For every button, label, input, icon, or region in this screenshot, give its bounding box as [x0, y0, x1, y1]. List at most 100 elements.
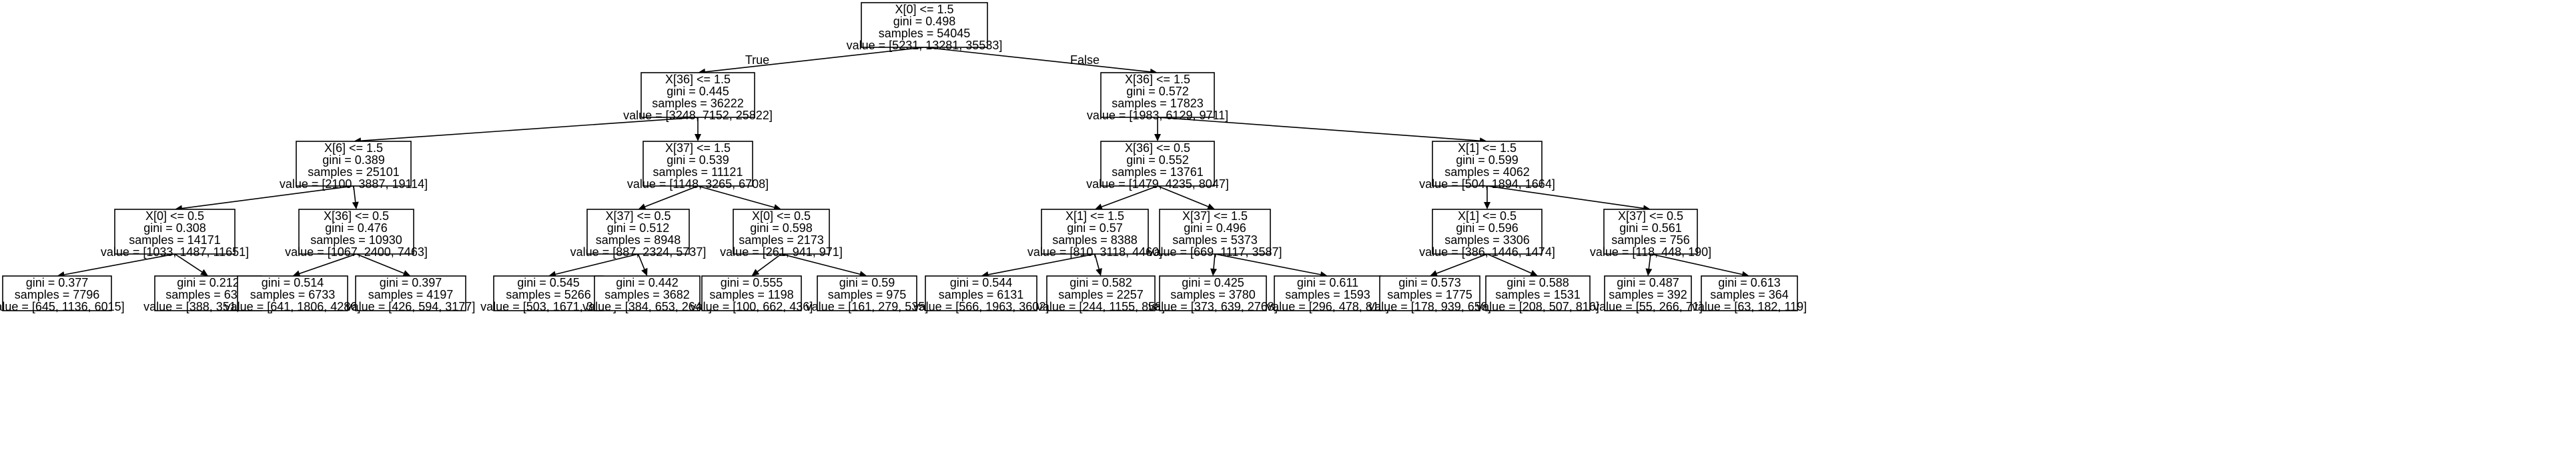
node-text-line: value = [504, 1894, 1664] — [1419, 177, 1555, 191]
edge-line — [1486, 185, 1644, 209]
node-text-line: samples = 3682 — [604, 288, 690, 301]
node-text-line: value = [1033, 1487, 11651] — [101, 245, 249, 259]
node-box — [925, 275, 1037, 311]
tree-edge — [1095, 185, 1158, 210]
node-text-line: samples = 364 — [1710, 288, 1789, 301]
tree-edge — [356, 253, 411, 277]
node-box — [640, 72, 755, 118]
node-text-line: samples = 8388 — [1052, 233, 1138, 247]
arrowhead-icon — [1529, 270, 1538, 277]
node-text-line: value = [1067, 2400, 7463] — [285, 245, 428, 259]
tree-edge — [174, 253, 208, 276]
node-text-line: gini = 0.561 — [1619, 221, 1682, 235]
node-text-line: value = [244, 1155, 858] — [1037, 300, 1165, 313]
node-box — [1274, 275, 1382, 311]
node-text-line: samples = 1198 — [709, 288, 793, 301]
node-box — [2, 275, 112, 311]
node-text-line: samples = 4197 — [368, 288, 454, 301]
node-text-line: value = [3248, 7152, 25822] — [623, 109, 773, 122]
node-text-line: gini = 0.487 — [1617, 276, 1679, 289]
tree-edge — [1157, 185, 1215, 210]
edge-line — [356, 253, 404, 274]
tree-edge — [638, 185, 699, 210]
edge-line — [299, 253, 357, 275]
node-text-line: gini = 0.598 — [750, 221, 813, 235]
node-box — [1432, 141, 1543, 187]
node-text-line: value = [503, 1671, 3092] — [480, 300, 616, 313]
tree-edge — [1486, 253, 1538, 277]
node-text-line: value = [669, 1117, 3587] — [1148, 245, 1282, 259]
node-text-line: gini = 0.613 — [1718, 276, 1781, 289]
edge-line — [174, 253, 203, 273]
node-text-line: samples = 17823 — [1112, 97, 1204, 110]
node-box — [114, 209, 236, 255]
node-text-line: value = [373, 639, 2768] — [1148, 300, 1278, 313]
node-text-line: X[1] <= 0.5 — [1458, 209, 1517, 223]
arrowhead-icon — [1095, 203, 1104, 210]
node-text-line: value = [1983, 6129, 9711] — [1087, 109, 1228, 122]
node-text-line: X[36] <= 1.5 — [1125, 73, 1190, 86]
node-text-line: X[36] <= 1.5 — [665, 73, 731, 86]
node-text-line: gini = 0.588 — [1507, 276, 1569, 289]
node-text-line: gini = 0.512 — [607, 221, 670, 235]
node-text-line: gini = 0.599 — [1456, 153, 1519, 167]
arrowhead-icon — [638, 203, 647, 210]
node-box — [1432, 209, 1543, 255]
node-text-line: value = [2100, 3887, 19114] — [280, 177, 428, 191]
node-text-line: samples = 1593 — [1285, 288, 1370, 301]
tree-edge — [695, 117, 701, 141]
arrowhead-icon — [695, 134, 701, 141]
node-text-line: samples = 3780 — [1170, 288, 1256, 301]
node-text-line: value = [1148, 3265, 6708] — [627, 177, 769, 191]
node-text-line: gini = 0.308 — [143, 221, 206, 235]
node-box — [1603, 209, 1698, 255]
node-box — [237, 275, 348, 311]
node-text-line: samples = 7796 — [15, 288, 100, 301]
edge-line — [705, 47, 925, 73]
node-text-line: X[36] <= 0.5 — [324, 209, 389, 223]
node-box — [298, 209, 414, 255]
node-box — [861, 2, 988, 48]
arrowhead-icon — [751, 269, 760, 276]
edge-line — [988, 253, 1096, 275]
node-text-line: samples = 13761 — [1112, 165, 1204, 179]
edge-line — [64, 253, 175, 275]
node-text-line: samples = 5373 — [1172, 233, 1258, 247]
edge-line — [637, 253, 645, 270]
edge-line — [1214, 253, 1321, 275]
node-text-line: gini = 0.514 — [262, 276, 324, 289]
node-text-line: X[1] <= 1.5 — [1065, 209, 1124, 223]
node-box — [1100, 141, 1215, 187]
edge-line — [353, 185, 356, 203]
arrowhead-icon — [1096, 268, 1102, 276]
node-text-line: value = [641, 1806, 4286] — [225, 300, 361, 313]
node-text-line: gini = 0.397 — [380, 276, 442, 289]
node-text-line: gini = 0.476 — [325, 221, 388, 235]
arrowhead-icon — [1154, 134, 1161, 141]
node-box — [733, 209, 830, 255]
node-text-line: samples = 14171 — [129, 233, 221, 247]
edge-line — [924, 47, 1151, 73]
arrowhead-icon — [1430, 270, 1438, 277]
edge-line — [1157, 117, 1480, 141]
node-box — [586, 209, 690, 255]
node-text-line: samples = 11121 — [653, 165, 743, 179]
node-text-line: gini = 0.582 — [1069, 276, 1132, 289]
node-text-line: gini = 0.572 — [1126, 85, 1189, 98]
node-box — [296, 141, 412, 187]
node-text-line: value = [55, 266, 71] — [1593, 300, 1703, 313]
